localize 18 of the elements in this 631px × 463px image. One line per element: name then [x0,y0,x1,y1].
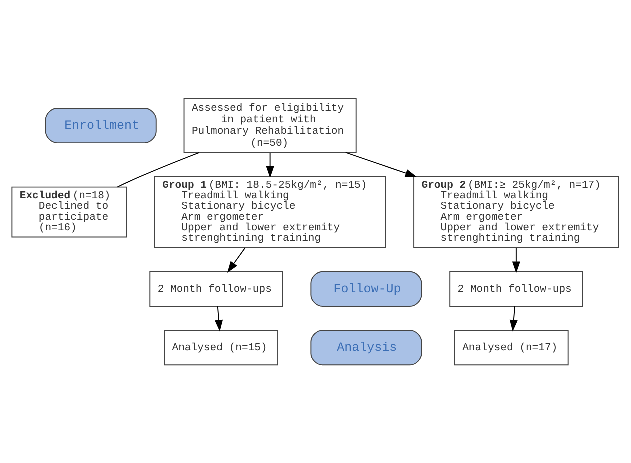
node-box: Group 2 (BMI:≥ 25kg/m², n=17) Treadmill walking Stationary bicycle Arm ergometer Upper and lower extremity strenghtining training [414,176,620,248]
arrow [510,306,518,332]
node-box: Analysis [310,330,422,366]
node-box: Analysed (n=17) [454,330,569,366]
node-box: 2 Month follow-ups [150,270,284,306]
arrow [345,152,418,177]
node-box: Excluded (n=18) Declined to participate (n=16) [12,186,128,238]
node-box: Follow-Up [310,270,422,306]
connector [117,152,200,188]
node-box: Group 1 (BMI: 18.5-25kg/m², n=15) Treadmill walking Stationary bicycle Arm ergometer Upper and lower extremity strenghtining training [154,176,386,248]
arrow [512,247,520,273]
node-box: Assessed for eligibility in patient with Pulmonary Rehabilitation (n=50) [184,98,357,153]
arrow [215,306,224,332]
arrow [266,152,274,178]
arrow [227,247,246,272]
node-box: Analysed (n=15) [164,330,278,366]
node-box: Enrollment [45,107,157,144]
node-box: 2 Month follow-ups [450,270,584,306]
